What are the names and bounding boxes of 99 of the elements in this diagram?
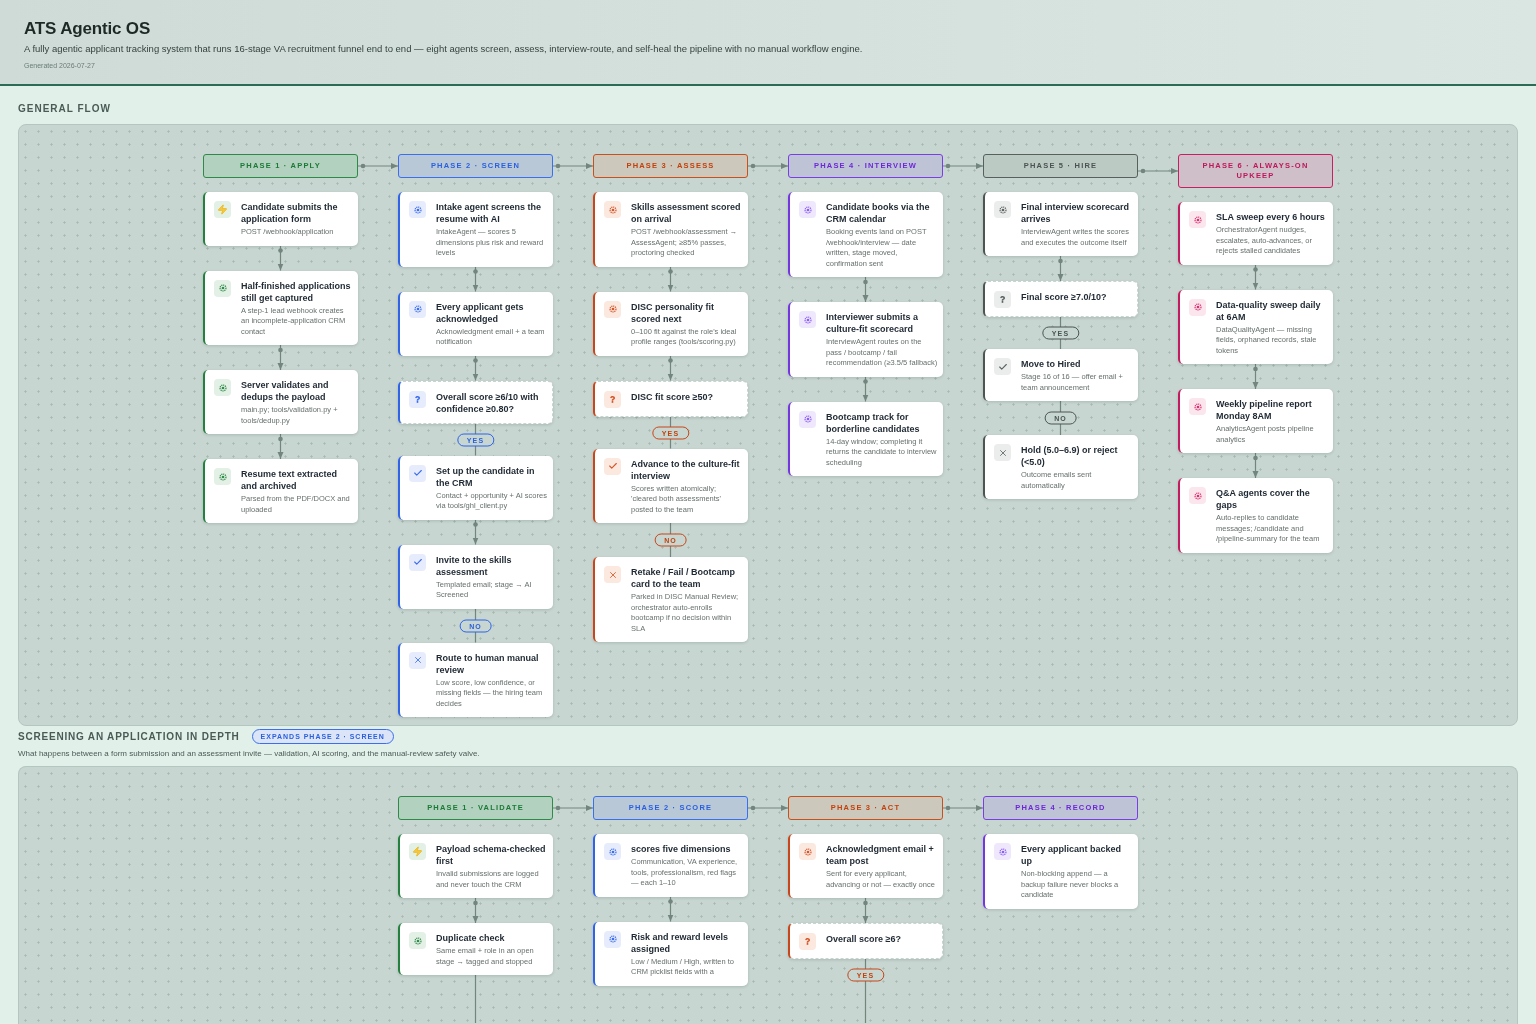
arrow: [472, 897, 479, 924]
arrow: [747, 805, 789, 811]
step-card: [203, 370, 358, 434]
flow-panel: [18, 766, 1518, 1024]
arrow: [472, 518, 479, 546]
card-title: Final score ≥7.0/10?: [1021, 291, 1108, 303]
card-title: Skills assessment scored on arrival: [631, 201, 742, 225]
card-title: Overall score ≥6?: [826, 933, 902, 945]
arrow: [472, 265, 479, 293]
card-title: Hold (5.0–6.9) or reject (<5.0): [1021, 444, 1119, 468]
step-card: [203, 270, 358, 345]
subtitle: A fully agentic applicant tracking system that runs 16-stage VA recruitment funnel end to end — eight agents screen, assess, interview-route, and self-heal the pipeline with no manual workflow engine.: [24, 43, 863, 55]
step-card: [1178, 389, 1333, 453]
arrow: [552, 163, 594, 169]
card-title: Q&A agents cover the gaps: [1216, 487, 1311, 511]
arrow: [1252, 452, 1259, 479]
card-title: Half-finished applications still get captured: [241, 279, 352, 304]
card-title: Move to Hired: [1021, 358, 1082, 370]
arrow: [862, 375, 869, 403]
section-heading: GENERAL FLOW: [18, 103, 111, 115]
step-card: [398, 642, 553, 717]
card-title: DISC fit score ≥50?: [631, 390, 714, 403]
step-card: [593, 448, 748, 523]
arrow: [862, 897, 869, 924]
page-title: ATS Agentic OS: [24, 18, 151, 40]
step-card: [398, 923, 553, 975]
decision-card: [593, 380, 748, 417]
step-card: [983, 435, 1138, 499]
step-card: [593, 192, 748, 267]
step-card: [593, 291, 748, 356]
card-title: scores five dimensions: [631, 843, 732, 855]
card-title: DISC personality fit scored next: [631, 300, 715, 325]
card-title: Candidate submits the application form: [241, 201, 339, 225]
card-title: Server validates and dedups the payload: [241, 379, 330, 403]
card-title: Weekly pipeline report Monday 8AM: [1216, 398, 1313, 422]
step-card: [398, 834, 553, 898]
step-card: [788, 302, 943, 377]
card-title: Data-quality sweep daily at 6AM: [1216, 298, 1322, 323]
card-title: Advance to the culture-fit interview: [631, 457, 741, 482]
card-title: Every applicant backed up: [1021, 843, 1123, 867]
arrow: [1252, 363, 1259, 390]
arrow: [1252, 263, 1259, 291]
step-card: [398, 455, 553, 520]
arrow: [667, 895, 674, 923]
card-title: Route to human manual review: [436, 651, 540, 676]
step-card: [593, 557, 748, 642]
step-card: [983, 192, 1138, 256]
card-title: Set up the candidate in the CRM: [436, 464, 536, 489]
arrow: [1057, 255, 1064, 282]
step-card: [1178, 202, 1333, 265]
arrow: [277, 433, 284, 460]
arrow: [747, 163, 789, 169]
arrow: [472, 354, 479, 382]
card-title: Every applicant gets acknowledged: [436, 300, 525, 325]
arrow: [942, 805, 984, 811]
step-card: [398, 291, 553, 356]
section-description: What happens between a form submission and an assessment invite — validation, AI scoring, and the manual-review safety valve.: [18, 749, 480, 759]
card-title: Invite to the skills assessment: [436, 553, 513, 578]
card-title: Risk and reward levels assigned: [631, 930, 730, 955]
step-card: [788, 401, 943, 476]
step-card: [1178, 289, 1333, 364]
connector-line: [474, 974, 477, 1024]
arrow: [862, 276, 869, 303]
step-card: [203, 192, 358, 246]
arrow: [667, 265, 674, 293]
card-title: Resume text extracted and archived: [241, 468, 339, 492]
step-card: [788, 192, 943, 277]
decision-card: [788, 923, 943, 959]
step-card: [788, 834, 943, 898]
card-title: Acknowledgment email + team post: [826, 843, 935, 867]
step-card: [593, 921, 748, 986]
card-title: Overall score ≥6/10 with confidence ≥0.80?: [436, 390, 540, 415]
step-card: [1178, 478, 1333, 553]
flow-panel: [18, 124, 1518, 726]
arrow: [357, 163, 399, 169]
card-title: Intake agent screens the resume with AI: [436, 201, 543, 225]
decision-card: [983, 281, 1138, 317]
arrow: [942, 163, 984, 169]
card-title: Retake / Fail / Bootcamp card to the team: [631, 566, 737, 590]
card-title: Candidate books via the CRM calendar: [826, 201, 931, 225]
arrow: [667, 354, 674, 382]
card-title: Final interview scorecard arrives: [1021, 201, 1131, 225]
arrow: [277, 244, 284, 272]
step-card: [983, 349, 1138, 401]
arrow: [552, 805, 594, 811]
card-title: Bootcamp track for borderline candidates: [826, 410, 921, 435]
card-title: Duplicate check: [436, 932, 506, 944]
card-title: SLA sweep every 6 hours: [1216, 211, 1326, 223]
step-card: [593, 834, 748, 897]
section-heading: SCREENING AN APPLICATION IN DEPTH: [18, 730, 240, 743]
card-title: Interviewer submits a culture-fit scorecard: [826, 311, 920, 335]
decision-card: [398, 380, 553, 424]
arrow: [1137, 168, 1179, 174]
step-card: [398, 544, 553, 609]
card-title: Payload schema-checked first: [436, 843, 547, 867]
arrow: [277, 344, 284, 371]
step-card: [983, 834, 1138, 909]
step-card: [203, 459, 358, 523]
step-card: [398, 192, 553, 267]
